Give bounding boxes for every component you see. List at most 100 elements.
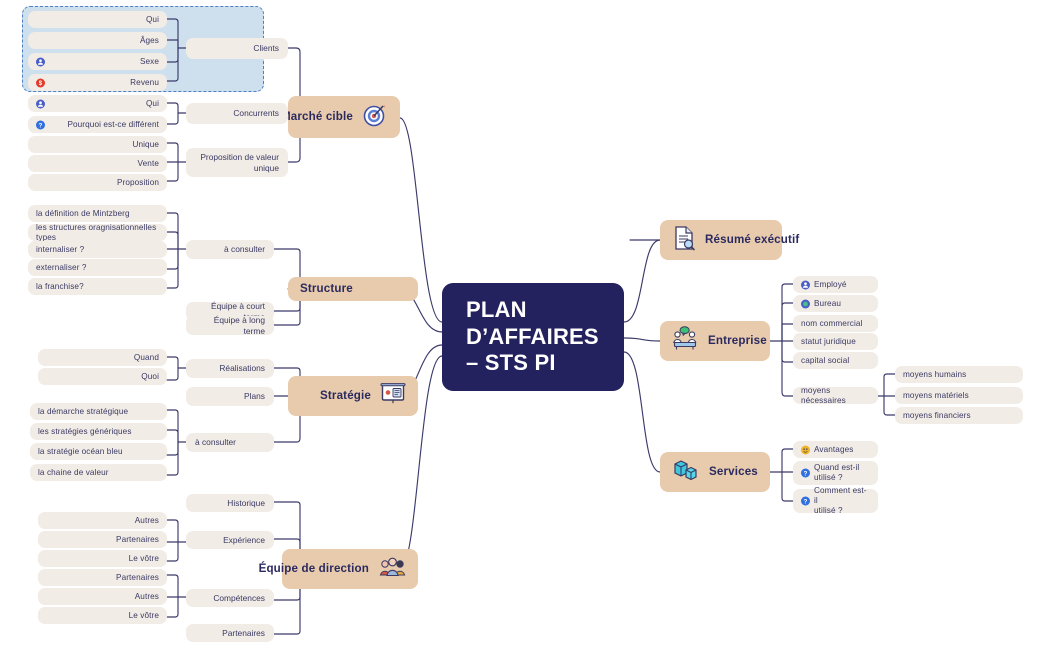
branch-marche-cible[interactable]: Marché cible [281,96,400,138]
leaf-label: moyens matériels [903,390,969,400]
document-search-icon [672,225,696,255]
leaf-structures-organisationnelles[interactable]: les structures oragnisationnelles types [28,223,167,242]
branch-strategie[interactable]: Stratégie [288,376,418,416]
question-blue-icon: ? [801,496,810,506]
leaf-label: la franchise? [36,281,84,291]
leaf-externaliser[interactable]: externaliser ? [28,259,167,276]
leaf-capital-social[interactable]: capital social [793,352,878,369]
branch-equipe-de-direction[interactable]: Équipe de direction [259,549,418,589]
leaf-label: Qui [145,14,159,24]
branch-resume-executif[interactable]: Résumé exécutif [660,220,799,260]
node-label: Expérience [223,534,265,545]
leaf-le-votre-competences[interactable]: Le vôtre [38,607,167,624]
leaf-revenu[interactable]: $ Revenu [28,74,167,91]
leaf-quand[interactable]: Quand [38,349,167,366]
leaf-unique[interactable]: Unique [28,136,167,153]
leaf-proposition[interactable]: Proposition [28,174,167,191]
node-label: Réalisations [219,363,265,374]
leaf-sexe[interactable]: Sexe [28,53,167,70]
leaf-label: Avantages [814,444,854,454]
leaf-label: nom commercial [801,318,863,328]
branch-entreprise[interactable]: Entreprise [660,321,770,361]
money-red-icon: $ [36,78,45,87]
node-label: Proposition de valeur unique [200,152,279,173]
leaf-strategie-ocean-bleu[interactable]: la stratégie océan bleu [30,443,167,460]
person-blue-icon [801,280,810,289]
leaf-employe[interactable]: Employé [793,276,878,293]
node-concurrents[interactable]: Concurrents [186,103,288,124]
leaf-chaine-de-valeur[interactable]: la chaine de valeur [30,464,167,481]
meeting-people-icon [672,326,699,355]
leaf-label: la démarche stratégique [38,406,129,416]
leaf-qui-concurrents[interactable]: Qui [28,95,167,112]
node-proposition-valeur-unique[interactable]: Proposition de valeur unique [186,148,288,177]
leaf-vente[interactable]: Vente [28,155,167,172]
leaf-label: Revenu [130,77,159,87]
leaf-pourquoi-different[interactable]: ? Pourquoi est-ce différent [28,116,167,133]
leaf-label: Pourquoi est-ce différent [67,119,159,129]
node-strategie-a-consulter[interactable]: à consulter [186,433,274,452]
leaf-label: Unique [132,139,159,149]
leaf-statut-juridique[interactable]: statut juridique [793,333,878,350]
branch-structure[interactable]: Structure [288,277,418,301]
node-equipe-long-terme[interactable]: Équipe à long terme [186,315,274,336]
svg-text:?: ? [39,122,43,129]
leaf-quoi[interactable]: Quoi [38,368,167,385]
boxes-icon [672,457,700,486]
leaf-label: la stratégie océan bleu [38,446,123,456]
leaf-franchise[interactable]: la franchise? [28,278,167,295]
node-partenaires-mid[interactable]: Partenaires [186,624,274,642]
leaf-partenaires-experience[interactable]: Partenaires [38,531,167,548]
leaf-label: Qui [145,98,159,108]
node-experience[interactable]: Expérience [186,531,274,549]
leaf-autres-experience[interactable]: Autres [38,512,167,529]
leaf-ages[interactable]: Âges [28,32,167,49]
leaf-label: statut juridique [801,336,856,346]
node-structure-a-consulter[interactable]: à consulter [186,240,274,259]
leaf-quand-utilise[interactable]: ? Quand est-il utilisé ? [793,461,878,485]
leaf-demarche-strategique[interactable]: la démarche stratégique [30,403,167,420]
branch-label: Entreprise [708,333,767,347]
branch-label: Résumé exécutif [705,232,800,246]
node-realisations[interactable]: Réalisations [186,359,274,378]
leaf-label: Quand est-il utilisé ? [814,463,860,482]
node-competences[interactable]: Compétences [186,589,274,607]
leaf-label: Comment est-il utilisé ? [814,486,867,515]
central-node[interactable]: PLAN D’AFFAIRES – STS PI [442,283,624,391]
node-historique[interactable]: Historique [186,494,274,512]
node-label: Plans [244,391,265,402]
leaf-moyens-necessaires[interactable]: moyens nécessaires [793,386,878,405]
leaf-label: Autres [134,591,159,601]
leaf-internaliser[interactable]: internaliser ? [28,241,167,258]
leaf-le-votre-experience[interactable]: Le vôtre [38,550,167,567]
office-green-icon [801,299,810,308]
leaf-qui-clients[interactable]: Qui [28,11,167,28]
leaf-label: internaliser ? [36,244,85,254]
node-label: Équipe à long terme [213,315,265,336]
leaf-label: la définition de Mintzberg [36,208,130,218]
leaf-moyens-materiels[interactable]: moyens matériels [895,387,1023,404]
question-blue-icon: ? [36,120,45,129]
node-plans[interactable]: Plans [186,387,274,406]
leaf-label: Proposition [116,177,159,187]
node-clients[interactable]: Clients [186,38,288,59]
leaf-autres-competences[interactable]: Autres [38,588,167,605]
leaf-avantages[interactable]: Avantages [793,441,878,458]
leaf-bureau[interactable]: Bureau [793,295,878,312]
leaf-definition-mintzberg[interactable]: la définition de Mintzberg [28,205,167,222]
leaf-comment-utilise[interactable]: ? Comment est-il utilisé ? [793,486,878,515]
branch-services[interactable]: Services [660,452,770,492]
leaf-moyens-financiers[interactable]: moyens financiers [895,407,1023,424]
leaf-partenaires-competences[interactable]: Partenaires [38,569,167,586]
leaf-nom-commercial[interactable]: nom commercial [793,315,878,332]
node-label: Compétences [213,592,265,603]
leaf-label: Vente [137,158,159,168]
person-blue-icon [36,99,45,108]
leaf-label: Bureau [814,298,842,308]
node-label: Historique [227,497,265,508]
leaf-moyens-humains[interactable]: moyens humains [895,366,1023,383]
leaf-strategies-generiques[interactable]: les stratégies génériques [30,423,167,440]
target-icon [362,102,388,132]
branch-label: Marché cible [280,109,353,123]
